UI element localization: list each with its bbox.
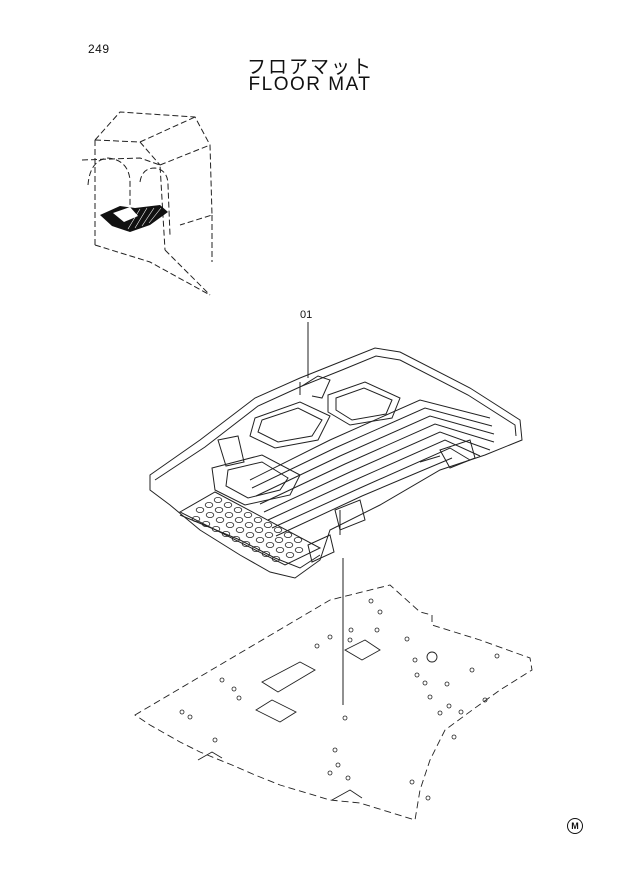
floor-mat-illustration	[149, 347, 523, 579]
perforated-pad	[178, 491, 322, 566]
page-title-japanese: フロアマット	[246, 56, 373, 78]
cab-locator-illustration	[81, 111, 213, 296]
cab-floor-highlight	[100, 205, 168, 232]
floor-plate-bolt-holes	[179, 598, 500, 801]
page-number: 249	[88, 42, 110, 56]
m-symbol-icon: M	[567, 818, 583, 834]
leader-line-01	[307, 322, 344, 705]
part-callout-01[interactable]: 01	[300, 309, 313, 321]
floor-plate-outline	[134, 584, 533, 821]
page-title-english: FLOOR MAT	[248, 74, 372, 95]
floor-plate-cutouts	[197, 639, 438, 801]
